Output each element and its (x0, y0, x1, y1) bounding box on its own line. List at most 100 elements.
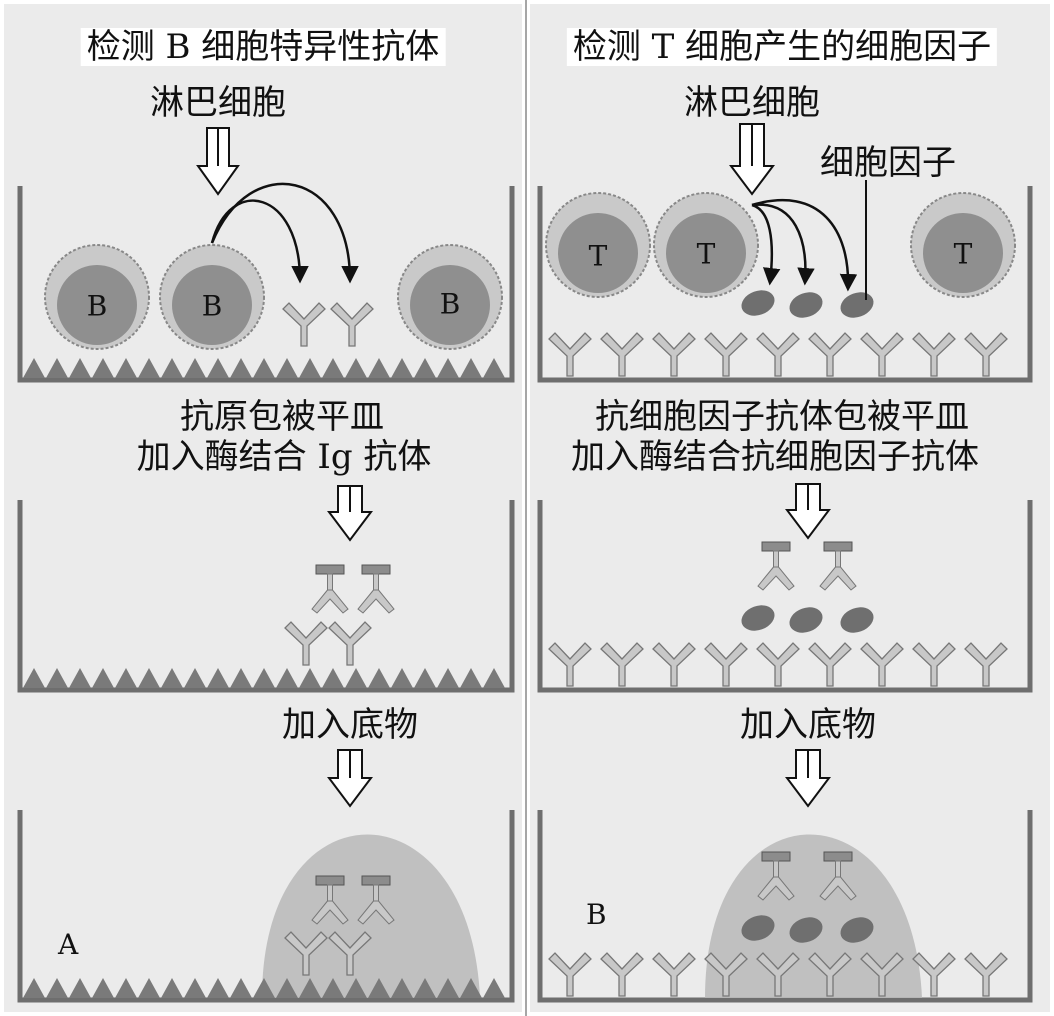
hollow-arrow-b2 (785, 483, 831, 540)
antigen-triangle (69, 358, 91, 378)
antigen-triangle (115, 358, 137, 378)
antigen-triangle (414, 978, 436, 998)
panel-b-corner-label: B (586, 898, 607, 931)
antigen-triangle (23, 668, 45, 688)
antigen-triangle (368, 668, 390, 688)
antigen-triangle (138, 978, 160, 998)
panel-a-background (4, 4, 522, 1012)
antigen-triangle (299, 978, 321, 998)
cytokine-b2-2 (789, 607, 823, 633)
panel-b-title: 检测 T 细胞产生的细胞因子 (566, 28, 998, 66)
cytokine-b3-3 (840, 917, 874, 943)
antigen-triangle (483, 978, 505, 998)
antigen-triangle (184, 978, 206, 998)
antigen-triangle (460, 358, 482, 378)
hollow-arrow-a3 (327, 749, 373, 808)
antigen-triangle (414, 358, 436, 378)
antigen-triangle (483, 358, 505, 378)
panel-b-step1-line1: 抗细胞因子抗体包被平皿 (595, 397, 969, 437)
t-cell-2-letter: T (696, 237, 716, 271)
well-b1 (537, 186, 1033, 383)
antigen-triangle (207, 978, 229, 998)
antigen-triangle (207, 358, 229, 378)
well-a1 (17, 186, 515, 383)
t-cell-3 (910, 192, 1016, 298)
hollow-arrow-b3 (785, 749, 831, 808)
well-b3 (537, 810, 1033, 1003)
antigen-coat-a2 (23, 668, 505, 688)
antigen-triangle (138, 358, 160, 378)
antigen-triangle (23, 978, 45, 998)
antigen-coat-a3 (23, 978, 505, 998)
antigen-triangle (437, 358, 459, 378)
panel-a-step2: 加入底物 (282, 705, 418, 745)
antigen-triangle (460, 978, 482, 998)
antigen-triangle (391, 668, 413, 688)
antigen-triangle (345, 978, 367, 998)
b-cell-3-letter: B (439, 287, 461, 321)
antigen-triangle (368, 978, 390, 998)
cytokine-1 (741, 290, 775, 316)
antigen-triangle (230, 668, 252, 688)
secretion-arrow-a2 (210, 182, 359, 284)
secretion-arrow-b2 (751, 203, 815, 286)
t-cell-1-letter: T (588, 239, 608, 273)
panel-b-cytokine-label: 细胞因子 (820, 143, 956, 183)
t-cell-1 (545, 192, 651, 298)
antigen-triangle (138, 668, 160, 688)
antigen-triangle (161, 668, 183, 688)
cytokine-b3-1 (741, 915, 775, 941)
well-a2 (17, 500, 515, 693)
antigen-triangle (437, 978, 459, 998)
t-cell-3-letter: T (953, 237, 973, 271)
antigen-triangle (230, 978, 252, 998)
secretion-arrow-b1 (751, 203, 781, 286)
antigen-triangle (299, 358, 321, 378)
antigen-triangle (414, 668, 436, 688)
well-a3 (17, 810, 515, 1003)
antigen-triangle (69, 978, 91, 998)
secretion-arrow-a1 (210, 199, 309, 284)
antigen-triangle (276, 668, 298, 688)
antigen-triangle (161, 358, 183, 378)
antigen-triangle (46, 358, 68, 378)
antigen-triangle (69, 668, 91, 688)
antigen-triangle (253, 978, 275, 998)
antigen-triangle (92, 978, 114, 998)
antigen-triangle (184, 668, 206, 688)
antigen-triangle (276, 978, 298, 998)
panel-a-title: 检测 B 细胞特异性抗体 (80, 28, 446, 66)
antigen-triangle (23, 358, 45, 378)
antigen-triangle (391, 358, 413, 378)
secretion-arrow-b3 (751, 199, 858, 292)
cytokine-2 (789, 292, 823, 318)
panel-b-lymphocyte-label: 淋巴细胞 (684, 83, 820, 123)
antigen-triangle (161, 978, 183, 998)
antigen-triangle (92, 668, 114, 688)
panel-b-step2: 加入底物 (740, 705, 876, 745)
antigen-triangle (115, 668, 137, 688)
antigen-triangle (115, 978, 137, 998)
cytokine-b2-3 (840, 607, 874, 633)
b-cell-2 (159, 244, 265, 350)
antigen-triangle (437, 668, 459, 688)
antigen-triangle (391, 978, 413, 998)
panel-a-corner-label: A (58, 928, 79, 961)
antigen-triangle (253, 668, 275, 688)
substrate-spot-a (262, 834, 480, 998)
hollow-arrow-a1 (196, 127, 240, 196)
antigen-triangle (299, 668, 321, 688)
well-b2 (537, 500, 1033, 693)
panel-a-step1-line1: 抗原包被平皿 (180, 397, 384, 437)
antigen-triangle (230, 358, 252, 378)
b-cell-1 (44, 244, 150, 350)
b-cell-2-letter: B (201, 289, 223, 323)
antigen-triangle (253, 358, 275, 378)
antigen-triangle (322, 358, 344, 378)
panel-b-step1-line2: 加入酶结合抗细胞因子抗体 (571, 437, 979, 477)
panel-a-step1-line2: 加入酶结合 Ig 抗体 (136, 437, 432, 477)
antigen-triangle (322, 668, 344, 688)
b-cell-3 (397, 244, 503, 350)
antigen-triangle (345, 358, 367, 378)
